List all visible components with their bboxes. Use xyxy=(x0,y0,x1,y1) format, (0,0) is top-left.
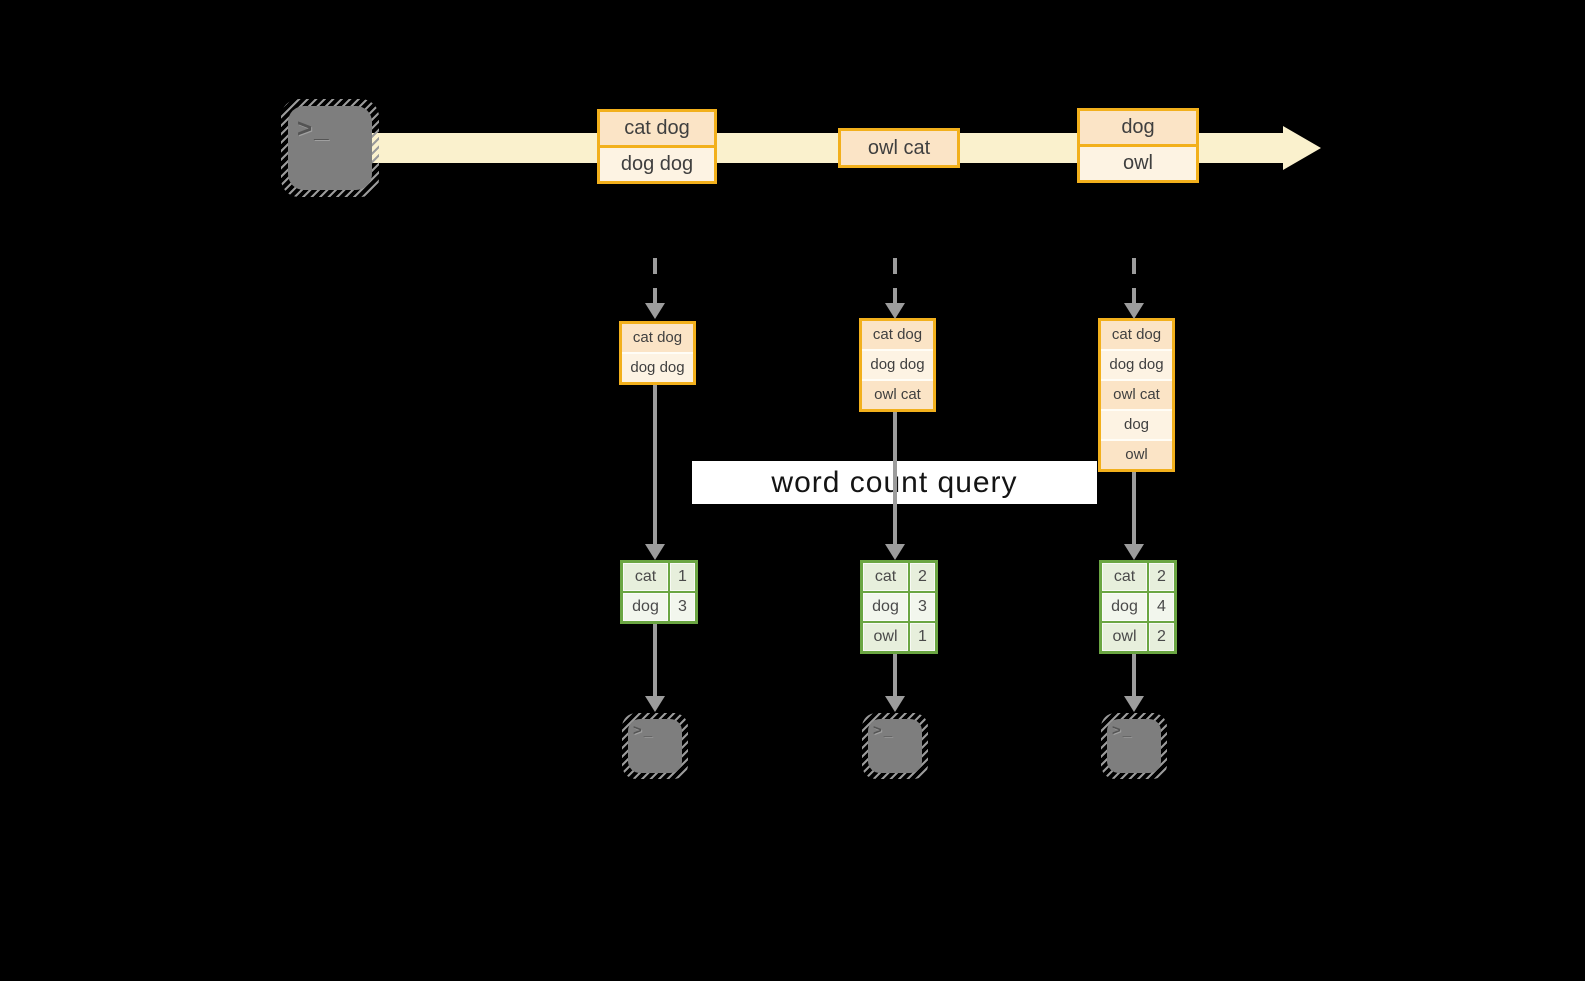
count-cell: 2 xyxy=(1147,563,1174,591)
stream-arrowhead-icon xyxy=(1283,126,1321,170)
table-row: dog 3 xyxy=(623,591,695,621)
word-cell: dog xyxy=(863,593,908,621)
stream-event-row: dog dog xyxy=(600,145,714,181)
output-arrowhead-3-icon xyxy=(1124,696,1144,712)
buffer-stack-3: cat dog dog dog owl cat dog owl xyxy=(1098,318,1175,472)
buffer-row: dog dog xyxy=(622,352,693,382)
ingest-arrowhead-3-icon xyxy=(1124,303,1144,319)
table-row: cat 1 xyxy=(623,563,695,591)
table-row: cat 2 xyxy=(1102,563,1174,591)
sink-terminal-icon-1: >_ xyxy=(622,713,688,779)
buffer-stack-2: cat dog dog dog owl cat xyxy=(859,318,936,412)
buffer-stack-1: cat dog dog dog xyxy=(619,321,696,385)
buffer-row: cat dog xyxy=(1101,321,1172,349)
count-cell: 2 xyxy=(908,563,935,591)
terminal-body xyxy=(288,106,372,190)
sink-terminal-icon-2: >_ xyxy=(862,713,928,779)
buffer-row: dog xyxy=(1101,409,1172,439)
ingest-arrowhead-2-icon xyxy=(885,303,905,319)
word-cell: owl xyxy=(1102,623,1147,651)
sink-terminal-icon-3: >_ xyxy=(1101,713,1167,779)
table-row: owl 1 xyxy=(863,621,935,651)
stream-event-3: dog owl xyxy=(1077,108,1199,183)
word-cell: owl xyxy=(863,623,908,651)
count-table-1: cat 1 dog 3 xyxy=(620,560,698,624)
word-cell: cat xyxy=(623,563,668,591)
count-cell: 4 xyxy=(1147,593,1174,621)
count-cell: 1 xyxy=(668,563,695,591)
terminal-prompt-icon: >_ xyxy=(1112,722,1134,739)
output-arrow-2 xyxy=(893,654,897,696)
query-arrow-2 xyxy=(893,412,897,544)
table-row: dog 3 xyxy=(863,591,935,621)
query-arrow-3 xyxy=(1132,472,1136,544)
query-arrowhead-1-icon xyxy=(645,544,665,560)
count-cell: 3 xyxy=(668,593,695,621)
count-cell: 3 xyxy=(908,593,935,621)
word-cell: dog xyxy=(1102,593,1147,621)
output-arrowhead-2-icon xyxy=(885,696,905,712)
terminal-prompt-icon: >_ xyxy=(873,722,895,739)
terminal-prompt-icon: >_ xyxy=(633,722,655,739)
terminal-prompt-icon: >_ xyxy=(297,113,331,143)
buffer-row: owl cat xyxy=(862,379,933,409)
query-arrowhead-2-icon xyxy=(885,544,905,560)
buffer-row: cat dog xyxy=(862,321,933,349)
buffer-row: owl xyxy=(1101,439,1172,469)
word-cell: cat xyxy=(863,563,908,591)
output-arrow-1 xyxy=(653,624,657,696)
terminal-body xyxy=(868,719,922,773)
buffer-row: dog dog xyxy=(1101,349,1172,379)
stream-event-2: owl cat xyxy=(838,128,960,168)
query-arrowhead-3-icon xyxy=(1124,544,1144,560)
stream-event-row: owl cat xyxy=(841,131,957,165)
table-row: dog 4 xyxy=(1102,591,1174,621)
ingest-arrow-1 xyxy=(653,258,657,303)
count-table-3: cat 2 dog 4 owl 2 xyxy=(1099,560,1177,654)
buffer-row: cat dog xyxy=(622,324,693,352)
word-cell: dog xyxy=(623,593,668,621)
count-cell: 2 xyxy=(1147,623,1174,651)
terminal-body xyxy=(628,719,682,773)
stream-event-1: cat dog dog dog xyxy=(597,109,717,184)
count-table-2: cat 2 dog 3 owl 1 xyxy=(860,560,938,654)
buffer-row: owl cat xyxy=(1101,379,1172,409)
terminal-body xyxy=(1107,719,1161,773)
stream-event-row: cat dog xyxy=(600,112,714,145)
source-terminal-icon: >_ xyxy=(281,99,379,197)
word-cell: cat xyxy=(1102,563,1147,591)
ingest-arrow-2 xyxy=(893,258,897,303)
output-arrowhead-1-icon xyxy=(645,696,665,712)
count-cell: 1 xyxy=(908,623,935,651)
stream-event-row: dog xyxy=(1080,111,1196,144)
output-arrow-3 xyxy=(1132,654,1136,696)
stream-event-row: owl xyxy=(1080,144,1196,180)
ingest-arrow-3 xyxy=(1132,258,1136,303)
buffer-row: dog dog xyxy=(862,349,933,379)
table-row: owl 2 xyxy=(1102,621,1174,651)
ingest-arrowhead-1-icon xyxy=(645,303,665,319)
table-row: cat 2 xyxy=(863,563,935,591)
query-arrow-1 xyxy=(653,385,657,544)
